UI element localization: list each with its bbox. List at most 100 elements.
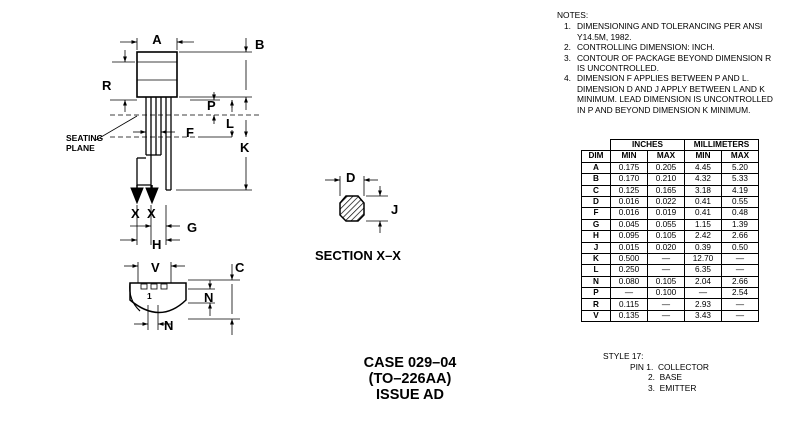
note-number: 2. [564, 42, 571, 53]
min-header: MIN [610, 150, 648, 163]
pin-row: 2. BASE [603, 372, 709, 383]
value-cell: 2.54 [721, 287, 759, 300]
note-number: 4. [564, 73, 571, 84]
pin-name: BASE [659, 372, 683, 383]
value-cell: 0.019 [647, 207, 685, 220]
side-view [95, 38, 260, 245]
value-cell: 0.135 [610, 309, 648, 323]
pin-row: PIN 1. COLLECTOR [603, 362, 709, 373]
section-label: SECTION X–X [315, 248, 401, 263]
package-body [136, 51, 178, 98]
section-view [325, 176, 388, 233]
value-cell: 0.105 [647, 230, 685, 243]
pin-name: EMITTER [659, 382, 697, 393]
value-cell: 0.105 [647, 275, 685, 289]
label-g: G [187, 220, 197, 235]
value-cell: 3.43 [684, 309, 722, 323]
value-cell: 0.210 [647, 173, 685, 186]
label-b: B [255, 37, 264, 52]
value-cell: 0.41 [684, 195, 722, 209]
value-cell: 0.020 [647, 241, 685, 254]
dim-cell: P [581, 287, 611, 300]
value-cell: 1.15 [684, 218, 722, 232]
value-cell: 0.100 [647, 287, 685, 300]
note-item: 4. DIMENSION F APPLIES BETWEEN P AND L. … [557, 73, 797, 115]
dimension-table: INCHES MILLIMETERS DIM MIN MAX MIN MAX A… [581, 138, 759, 323]
value-cell: 3.18 [684, 184, 722, 197]
note-item: 2. CONTROLLING DIMENSION: INCH. [557, 42, 797, 52]
pin-number: PIN 1. [630, 361, 654, 372]
label-h: H [152, 237, 161, 252]
note-line: Y14.5M, 1982. [577, 31, 632, 42]
value-cell: 0.165 [647, 184, 685, 197]
max-header: MAX [721, 150, 759, 163]
label-k: K [240, 140, 250, 155]
table-row: P—0.100—2.54 [581, 287, 759, 300]
max-header: MAX [647, 150, 685, 163]
dim-cell: F [581, 207, 611, 220]
label-c: C [235, 260, 245, 275]
pin-name: COLLECTOR [657, 361, 709, 372]
value-cell: 2.66 [721, 275, 759, 289]
style-block: STYLE 17: PIN 1. COLLECTOR 2. BASE 3. EM… [603, 351, 709, 393]
case-issue: ISSUE AD [376, 387, 444, 403]
dim-cell: A [581, 161, 611, 175]
pin-number: 3. [648, 382, 655, 393]
note-number: 3. [564, 52, 571, 63]
value-cell: 0.500 [610, 252, 648, 266]
label-x1: X [131, 206, 140, 221]
dim-cell: G [581, 218, 611, 232]
label-n-horizontal: N [164, 318, 173, 333]
value-cell: — [647, 309, 685, 323]
value-cell: — [721, 252, 759, 266]
note-line: DIMENSION F APPLIES BETWEEN P AND L. [577, 73, 750, 84]
value-cell: 0.115 [610, 298, 648, 311]
case-package: (TO–226AA) [368, 371, 452, 387]
value-cell: — [647, 252, 685, 266]
value-cell: — [721, 264, 759, 277]
value-cell: 5.20 [721, 161, 759, 175]
label-l: L [226, 116, 234, 131]
value-cell: 0.055 [647, 218, 685, 232]
style-title: STYLE 17: [603, 351, 644, 361]
pin-row: 3. EMITTER [603, 383, 709, 394]
label-d: D [346, 170, 355, 185]
value-cell: 0.125 [610, 184, 648, 197]
label-v: V [151, 260, 160, 275]
value-cell: 2.66 [721, 230, 759, 243]
inches-header: INCHES [610, 138, 685, 152]
leads [136, 97, 172, 191]
pin1-marker: 1 [147, 291, 152, 301]
value-cell: — [721, 298, 759, 311]
label-n-vertical: N [204, 290, 213, 305]
value-cell: 2.42 [684, 230, 722, 243]
value-cell: — [647, 264, 685, 277]
value-cell: 0.170 [610, 173, 648, 186]
note-line: DIMENSIONING AND TOLERANCING PER ANSI [577, 21, 763, 32]
dim-cell: B [581, 173, 611, 186]
dim-cell: N [581, 275, 611, 289]
value-cell: 0.250 [610, 264, 648, 277]
value-cell: 0.080 [610, 275, 648, 289]
value-cell: 4.19 [721, 184, 759, 197]
value-cell: 0.50 [721, 241, 759, 254]
value-cell: 0.095 [610, 230, 648, 243]
case-number: CASE 029–04 [363, 355, 457, 371]
value-cell: 0.175 [610, 161, 648, 175]
value-cell: 4.32 [684, 173, 722, 186]
note-line: IS UNCONTROLLED. [577, 63, 659, 74]
dim-cell: R [581, 298, 611, 311]
dim-cell: L [581, 264, 611, 277]
value-cell: 12.70 [684, 252, 722, 266]
label-f: F [186, 125, 194, 140]
